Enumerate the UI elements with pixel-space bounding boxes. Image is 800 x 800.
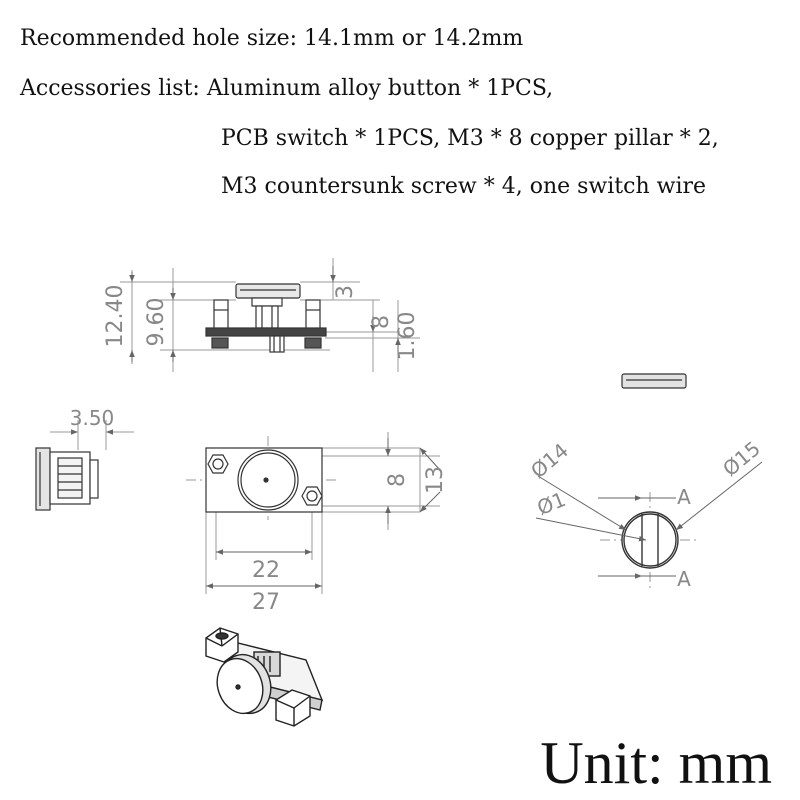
- dim-button-dia: Ø14: [526, 438, 573, 483]
- dim-hole-spacing: 22: [252, 558, 280, 583]
- dim-overall-height: 13: [423, 466, 448, 494]
- section-label-top: A: [677, 485, 691, 509]
- dim-total-height: 12.40: [103, 285, 128, 348]
- dim-board-height: 8: [385, 473, 410, 487]
- unit-label: Unit: mm: [540, 730, 772, 796]
- accessories-line-1: Accessories list: Aluminum alloy button …: [20, 76, 554, 101]
- hole-size-note: Recommended hole size: 14.1mm or 14.2mm: [20, 26, 524, 51]
- button-detail: Ø14 Ø1 Ø15 A A: [526, 436, 765, 591]
- dim-button-height: 3: [333, 285, 358, 299]
- button-profile: [621, 373, 687, 389]
- dim-depth: 3.50: [70, 406, 115, 430]
- dim-board-to-top: 9.60: [144, 298, 169, 347]
- top-view: 8 13 22 27: [186, 432, 448, 615]
- accessories-line-3: M3 countersunk screw * 4, one switch wir…: [221, 174, 707, 199]
- end-view: 3.50: [35, 406, 134, 511]
- side-view: 12.40 9.60 3 8 1.60: [103, 258, 420, 372]
- dim-board: 1.60: [395, 312, 420, 361]
- accessories-line-2: PCB switch * 1PCS, M3 * 8 copper pillar …: [221, 126, 719, 151]
- dim-pillar: 8: [369, 315, 394, 329]
- dim-board-length: 27: [252, 590, 280, 615]
- dim-flange-dia: Ø15: [718, 436, 765, 481]
- isometric-view: [205, 627, 324, 727]
- section-label-bottom: A: [677, 567, 691, 591]
